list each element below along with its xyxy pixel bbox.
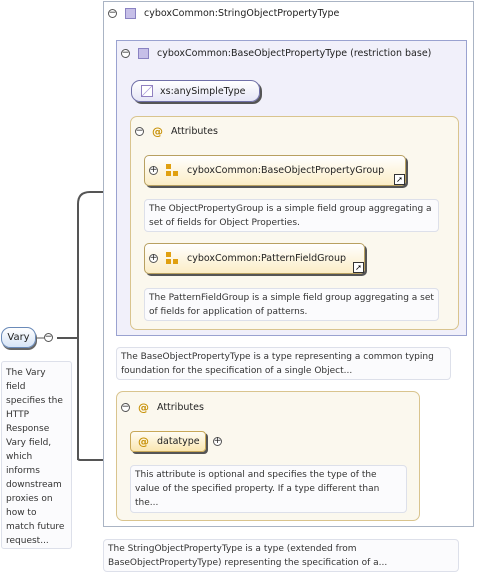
reference-arrow-icon[interactable]: ➚ [394, 174, 405, 185]
vary-element-doc: The Vary field specifies the HTTP Respon… [1, 361, 72, 549]
base-type-header: − cyboxCommon:BaseObjectPropertyType (re… [121, 48, 431, 59]
plus-circle-icon[interactable]: + [149, 253, 158, 263]
minus-circle-icon[interactable]: − [44, 332, 53, 342]
plus-circle-icon[interactable]: + [149, 165, 158, 175]
simple-type-label: xs:anySimpleType [160, 85, 246, 97]
minus-circle-icon[interactable]: − [108, 8, 117, 18]
at-sign-icon: @ [152, 125, 163, 138]
string-type-header: − cyboxCommon:StringObjectPropertyType [108, 8, 339, 19]
complex-type-icon [138, 48, 149, 59]
at-sign-icon: @ [138, 435, 149, 448]
complex-type-icon [125, 8, 136, 19]
attribute-group-doc: The PatternFieldGroup is a simple field … [144, 288, 439, 321]
attribute-group-label: cyboxCommon:BaseObjectPropertyGroup [187, 165, 385, 176]
base-attributes-title: Attributes [171, 126, 218, 137]
attribute-label: datatype [157, 436, 200, 447]
attribute-group-doc: The ObjectPropertyGroup is a simple fiel… [144, 199, 439, 232]
attribute-group-icon [166, 252, 179, 265]
vary-element-label: Vary [7, 332, 30, 343]
string-attributes-header: − @ Attributes [121, 401, 204, 414]
string-attributes-title: Attributes [157, 402, 204, 413]
base-type-title: cyboxCommon:BaseObjectPropertyType (rest… [157, 48, 432, 59]
vary-element-node[interactable]: Vary [1, 327, 36, 348]
at-sign-icon: @ [138, 401, 149, 414]
attribute-group-label: cyboxCommon:PatternFieldGroup [187, 253, 347, 264]
attribute-doc: This attribute is optional and specifies… [130, 465, 407, 513]
simple-type-node[interactable]: xs:anySimpleType [131, 80, 260, 102]
plus-circle-icon[interactable]: + [213, 436, 222, 446]
attribute-group-node[interactable]: + cyboxCommon:PatternFieldGroup ➚ [144, 243, 365, 274]
attribute-group-node[interactable]: + cyboxCommon:BaseObjectPropertyGroup ➚ [144, 155, 406, 186]
attribute-group-icon [166, 164, 179, 177]
base-type-doc: The BaseObjectPropertyType is a type rep… [116, 347, 451, 380]
string-type-title: cyboxCommon:StringObjectPropertyType [144, 8, 340, 19]
minus-circle-icon[interactable]: − [135, 126, 144, 136]
base-attributes-header: − @ Attributes [135, 125, 218, 138]
attribute-node-datatype[interactable]: @ datatype [130, 431, 206, 452]
minus-circle-icon[interactable]: − [121, 402, 130, 412]
reference-arrow-icon[interactable]: ➚ [353, 262, 364, 273]
string-type-doc: The StringObjectPropertyType is a type (… [103, 539, 459, 572]
simple-type-icon [141, 85, 153, 97]
minus-circle-icon[interactable]: − [121, 48, 130, 58]
